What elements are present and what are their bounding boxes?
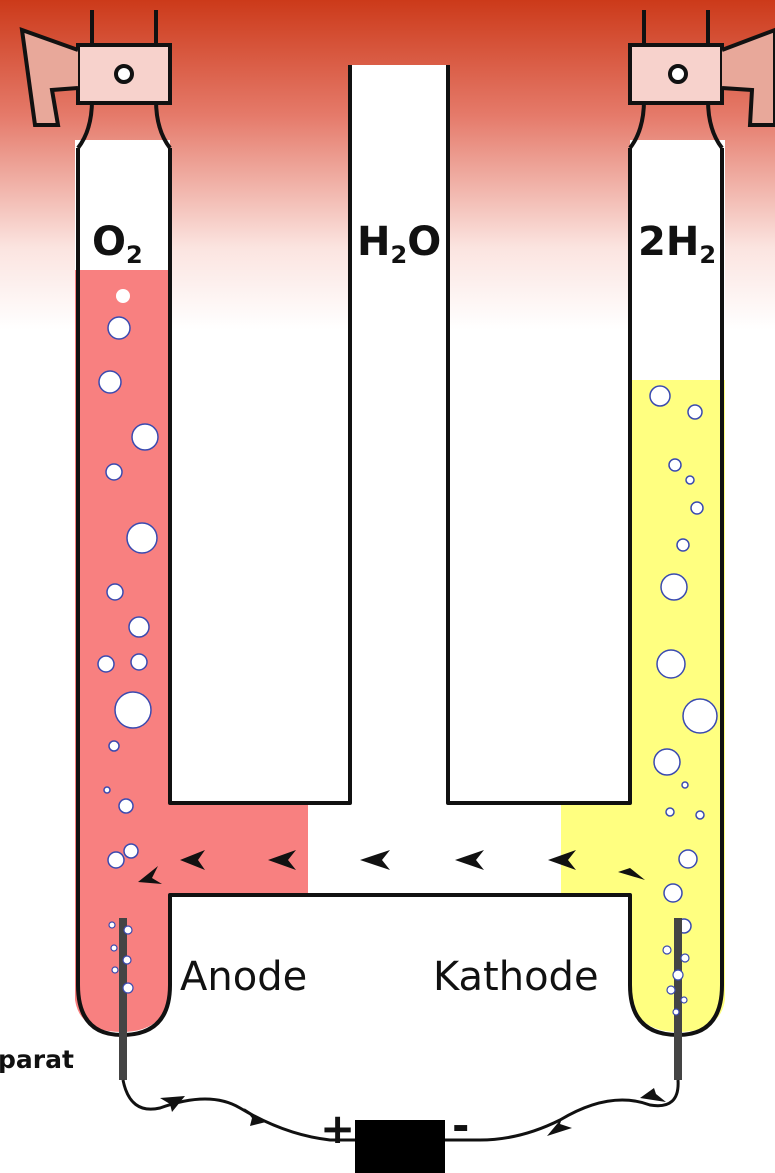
flow-arrow-icon (455, 850, 484, 870)
flow-arrow-icon (180, 850, 205, 870)
cathode-electrode (674, 918, 682, 1080)
flow-arrow-icon (244, 1108, 266, 1126)
glass-outline (76, 65, 724, 1037)
flow-arrow-icon (360, 850, 390, 870)
water-label: H2O (357, 219, 441, 269)
ion-flow-arrows (138, 850, 645, 884)
electrodes (108, 918, 690, 1080)
current-arrows (160, 1088, 666, 1136)
plus-sign: + (320, 1104, 355, 1153)
battery-icon (355, 1120, 445, 1173)
anode-liquid (75, 270, 170, 1032)
cathode-liquid (630, 380, 725, 1032)
hydrogen-bubbles (649, 385, 718, 934)
cathode-label: Kathode (433, 954, 599, 1000)
bridge-channel (170, 805, 630, 897)
oxygen-bubbles (97, 289, 159, 869)
flow-arrow-icon (160, 1096, 185, 1112)
minus-sign: - (452, 1101, 469, 1150)
left-stopcock-icon (19, 10, 172, 150)
hydrogen-label: 2H2 (638, 219, 716, 269)
flow-arrow-icon (268, 850, 296, 870)
oxygen-label: O2 (92, 219, 143, 269)
anode-label: Anode (180, 954, 307, 1000)
flow-arrow-icon (640, 1088, 666, 1102)
anode-electrode (119, 918, 127, 1080)
cropped-caption: parat (0, 1045, 74, 1074)
center-tube-interior (350, 65, 448, 805)
flow-arrow-icon (547, 1118, 572, 1136)
flow-arrow-icon (618, 868, 645, 880)
right-stopcock-icon (628, 10, 775, 150)
flow-arrow-icon (138, 866, 162, 884)
circuit-wires (121, 1079, 680, 1142)
flow-arrow-icon (548, 850, 576, 870)
